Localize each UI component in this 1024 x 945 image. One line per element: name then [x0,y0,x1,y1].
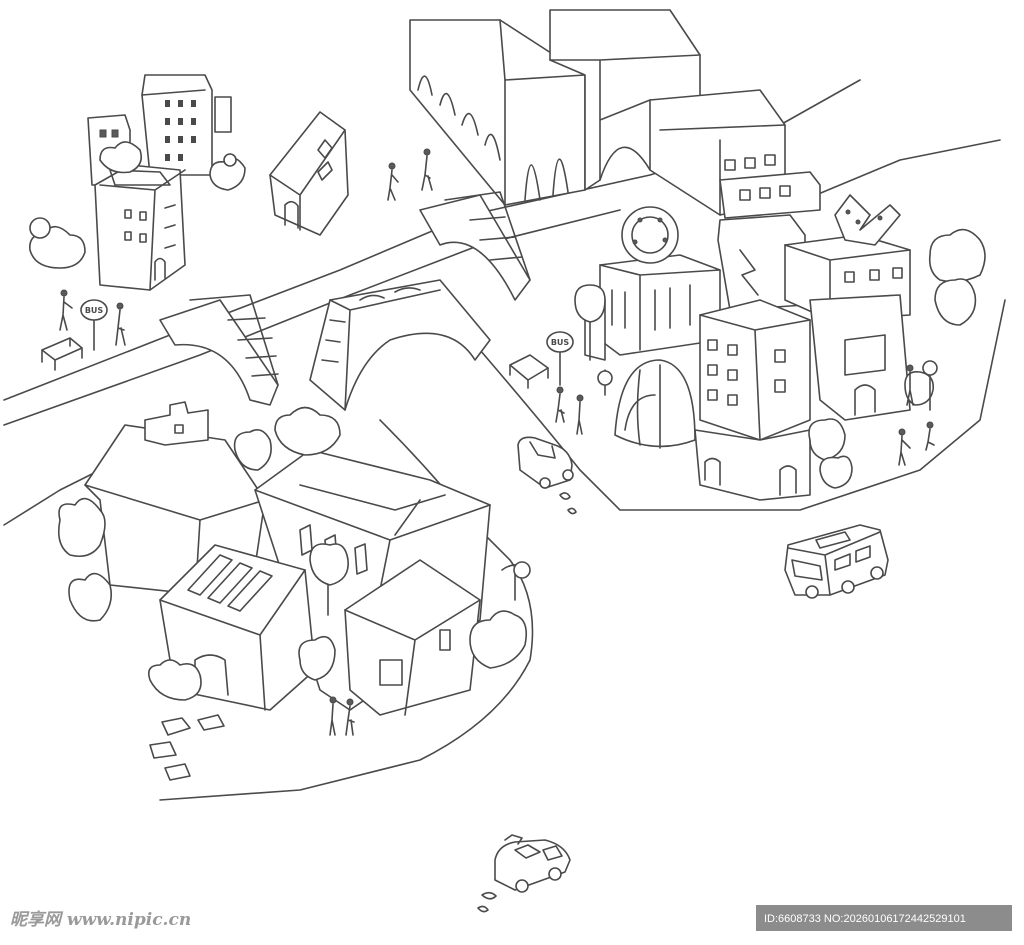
person-icon [346,699,354,735]
taxi-icon [478,835,570,912]
bus-stop-sign-icon: BUS [81,300,107,350]
car-icon [518,437,576,513]
person-icon [907,365,913,405]
bus-stop-label: BUS [85,306,104,315]
benches [42,338,548,388]
person-icon [556,387,564,422]
trees-and-bushes [30,142,985,700]
upper-road-edge-lower [4,210,620,425]
person-icon [577,395,583,434]
bus-stop-label: BUS [551,338,570,347]
upper-left-buildings [88,75,348,290]
watermark-text: 昵享网 www.nipic.cn [10,910,191,930]
person-icon [422,149,432,190]
bridges [160,192,530,410]
right-plaza-edge [480,300,1005,510]
person-icon [116,303,125,345]
people [60,149,934,735]
right-cluster [585,172,910,500]
person-icon [926,422,934,450]
stepping-stones [150,715,224,780]
bus-stop-sign-icon: BUS [547,332,573,385]
id-strip-background [756,905,1012,931]
river-edge [160,420,533,800]
person-icon [60,290,72,330]
id-strip-text: ID:6608733 NO:20260106172442529101 [764,913,966,925]
person-icon [899,429,910,465]
street-lamps [502,361,937,600]
person-icon [330,697,336,735]
bus-icon [785,525,888,598]
person-icon [388,163,398,200]
